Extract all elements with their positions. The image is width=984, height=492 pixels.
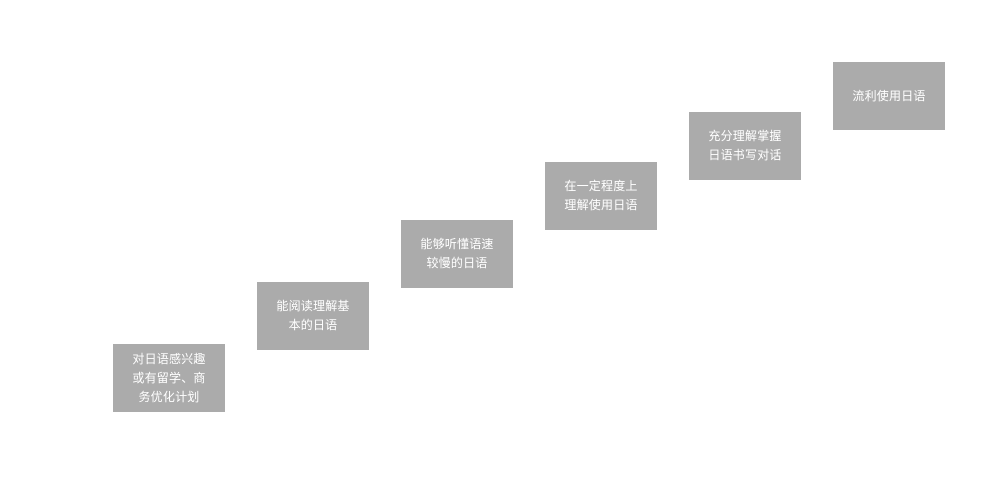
step-box-level-3: 能够听懂语速 较慢的日语 — [401, 220, 513, 288]
step-box-level-4: 在一定程度上 理解使用日语 — [545, 162, 657, 230]
step-box-level-1: 对日语感兴趣 或有留学、商 务优化计划 — [113, 344, 225, 412]
step-label: 能阅读理解基 本的日语 — [276, 299, 350, 332]
step-box-level-5: 充分理解掌握 日语书写对话 — [689, 112, 801, 180]
step-label: 对日语感兴趣 或有留学、商 务优化计划 — [132, 351, 206, 404]
step-label: 流利使用日语 — [852, 88, 926, 103]
step-label: 充分理解掌握 日语书写对话 — [708, 129, 782, 162]
step-label: 在一定程度上 理解使用日语 — [564, 179, 638, 212]
step-box-level-2: 能阅读理解基 本的日语 — [257, 282, 369, 350]
step-box-level-6: 流利使用日语 — [833, 62, 945, 130]
step-label: 能够听懂语速 较慢的日语 — [420, 237, 494, 270]
